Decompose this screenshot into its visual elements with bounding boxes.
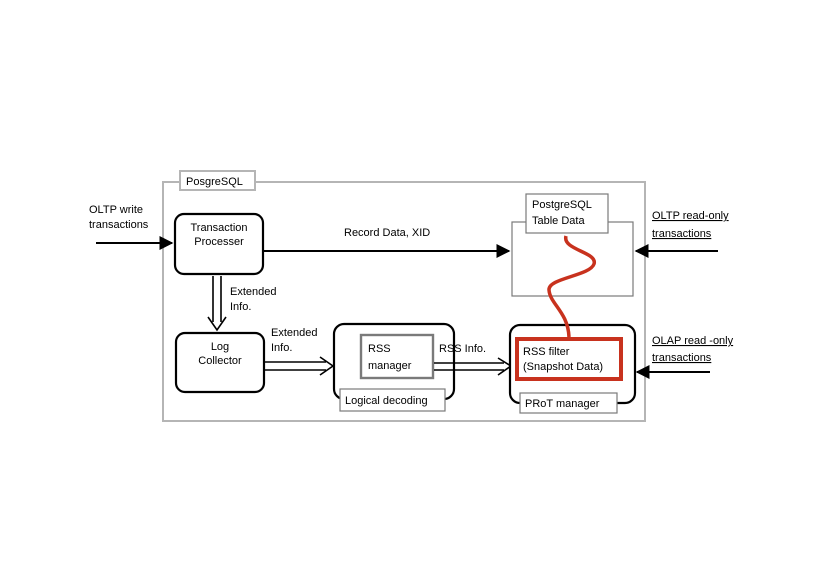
transaction-processer-label: Transaction	[190, 222, 247, 234]
prot-manager-label-box	[519, 392, 618, 414]
logical-decoding-label: Logical decoding	[345, 395, 428, 407]
table-data-box	[525, 193, 609, 234]
rss-filter-box	[515, 337, 623, 381]
logical-decoding-label-box	[339, 388, 446, 412]
olap-read-label: OLAP read -only	[652, 335, 734, 347]
postgresql-title: PosgreSQL	[186, 176, 243, 188]
table-data-area	[511, 221, 634, 297]
table-data-label-2: Table Data	[532, 215, 585, 227]
table-data-label: PostgreSQL	[532, 199, 592, 211]
postgresql-frame	[162, 181, 646, 422]
rss-manager-label: RSS	[368, 343, 391, 355]
oltp-read-label-2: transactions	[652, 228, 712, 240]
oltp-read-label: OLTP read-only	[652, 210, 729, 222]
record-data-label: Record Data, XID	[344, 227, 430, 239]
postgresql-title-box	[179, 170, 256, 191]
rss-filter-label-2: (Snapshot Data)	[523, 361, 603, 373]
extended-info-1-label-2: Info.	[230, 301, 251, 313]
prot-manager-label: PRoT manager	[525, 398, 600, 410]
oltp-write-label: OLTP write	[89, 204, 143, 216]
extended-info-vertical-head	[207, 316, 227, 332]
snapshot-link	[547, 235, 596, 338]
oltp-write-label-2: transactions	[89, 219, 149, 231]
rss-manager-box	[359, 333, 435, 380]
rss-filter-label: RSS filter	[523, 346, 570, 358]
log-collector-label-2: Collector	[198, 355, 242, 367]
rss-info-label: RSS Info.	[439, 343, 486, 355]
transaction-processer-box	[173, 212, 265, 276]
log-collector-label: Log	[211, 341, 229, 353]
extended-info-2-label-2: Info.	[271, 342, 292, 354]
extended-info-2-label: Extended	[271, 327, 317, 339]
extended-info-horizontal-head	[319, 356, 335, 376]
extended-info-1-label: Extended	[230, 286, 276, 298]
olap-read-label-2: transactions	[652, 352, 712, 364]
rss-manager-label-2: manager	[368, 360, 412, 372]
transaction-processer-label-2: Processer	[194, 236, 244, 248]
